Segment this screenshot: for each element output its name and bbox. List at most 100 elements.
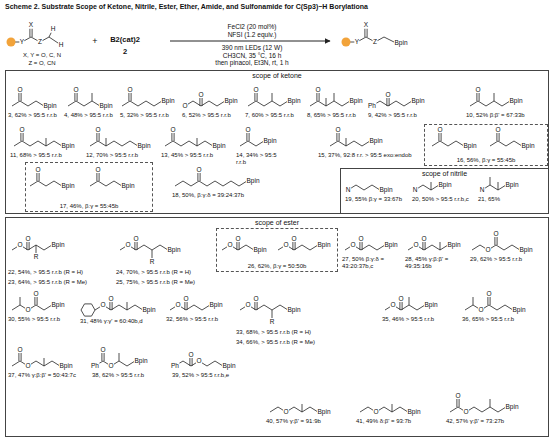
scheme-title: Scheme 2. Substrate Scope of Ketone, Nit… (5, 3, 368, 10)
double-bond (18, 93, 19, 101)
carbon-chain (450, 407, 506, 412)
carbon-chain (90, 141, 138, 146)
carbon-chain (12, 305, 52, 310)
atom-label: Bpin (411, 98, 425, 105)
carbon-chain (68, 101, 100, 106)
double-bond (171, 133, 172, 141)
atom-label: Bpin (394, 40, 408, 47)
carbon-chain (310, 101, 350, 106)
compound-caption: 36, 65% > 95:5 r.r.b (462, 316, 524, 323)
atom-label: O (437, 126, 443, 133)
methyl-bond (473, 297, 474, 305)
atom-label: Bpin (51, 242, 65, 249)
condition-text: CH3CN, 35 °C, 16 h (223, 52, 282, 59)
compound-caption: 26, 62%, β:γ = 50:50b (246, 262, 309, 271)
carbon-chain (372, 101, 412, 106)
methyl-bond (46, 138, 47, 146)
atom-label: O (35, 166, 41, 173)
atom-label: O (95, 166, 101, 173)
atom-label: O (245, 302, 251, 309)
atom-label: O (95, 126, 101, 133)
double-bond (425, 242, 426, 250)
double-bond (239, 242, 240, 250)
compound-caption: 4, 48% > 95:5 r.r.b (64, 112, 114, 119)
methyl-bond (197, 138, 198, 146)
compound-caption: 5, 32% > 95:5 r.r.b (120, 112, 172, 119)
double-bond (21, 93, 22, 101)
double-bond (23, 133, 24, 141)
atom-label: O (17, 242, 23, 249)
atom-label: O (17, 86, 23, 93)
double-bond (77, 93, 78, 101)
compound-caption: 30, 55% > 95:5 r.r.b (8, 316, 68, 323)
double-bond (441, 133, 442, 141)
atom-label: Bpin (438, 182, 452, 189)
double-bond (20, 133, 21, 141)
carbon-chain (330, 141, 370, 146)
double-bond (36, 173, 37, 181)
carbon-chain (12, 101, 44, 106)
compound-caption: 13, 45% > 95:5 r.r.b (161, 152, 216, 159)
double-bond (30, 28, 32, 37)
double-bond (187, 302, 188, 310)
double-bond (496, 133, 497, 141)
carbon-chain (175, 181, 247, 186)
atom-label: Bpin (51, 302, 65, 309)
atom-label: O (227, 242, 233, 249)
carbon-chain (95, 361, 135, 366)
condition-text: NFSI (1.2 equiv.) (228, 31, 277, 38)
atom-label: O (108, 363, 114, 370)
double-bond (422, 242, 423, 250)
double-bond (399, 302, 400, 310)
double-bond (99, 133, 100, 141)
atom-label: Bpin (61, 143, 75, 150)
atom-label: N (345, 187, 351, 194)
atom-label: O (283, 409, 289, 416)
atom-label: O (183, 295, 189, 302)
carbon-chain (270, 407, 318, 412)
atom-label: O (182, 103, 188, 110)
double-bond (497, 237, 498, 245)
double-bond (254, 93, 255, 101)
atom-label: H (50, 26, 56, 33)
atom-label: Bpin (99, 103, 113, 110)
double-bond (476, 93, 477, 101)
double-bond (99, 173, 100, 181)
atom-label: O (19, 126, 25, 133)
panel-heading: scope of ketone (250, 71, 303, 81)
atom-label: Bpin (253, 247, 267, 254)
carbon-chain (30, 181, 62, 186)
compound-caption: 35, 46% > 95:5 r.r.b (382, 316, 442, 323)
atom-label: Bpin (263, 138, 277, 145)
atom-label: O (475, 86, 481, 93)
double-bond (236, 242, 237, 250)
atom-label: O (495, 126, 501, 133)
atom-label: Bpin (209, 302, 223, 309)
atom-label: Z (38, 39, 43, 46)
compound-caption: 33, 68%, > 95:5 r.r.b (R = H) (236, 329, 346, 336)
double-bond (402, 302, 403, 310)
atom-label: Bpin (512, 307, 526, 314)
carbon-chain (490, 141, 522, 146)
methyl-bond (272, 93, 273, 101)
condition-text: Z = O, CN (28, 60, 55, 66)
atom-label: Bpin (287, 98, 301, 105)
compound-caption: 31, 48% γ:γ' = 60:40b,d (80, 318, 150, 325)
methyl-bond (346, 138, 347, 146)
compound-caption: 18, 50%, β:γ:δ = 39:24:37b (172, 192, 322, 199)
atom-label: H (58, 42, 64, 49)
compound-caption: 12, 70% > 95:5 r.r.b (86, 152, 141, 159)
atom-label: Bpin (509, 98, 523, 105)
atom-label: Ph (171, 363, 180, 370)
atom-label: O (25, 235, 31, 242)
atom-label: Bpin (287, 307, 301, 314)
double-bond (202, 98, 203, 106)
carbon-chain (415, 185, 439, 190)
double-bond (18, 353, 19, 361)
double-bond (386, 98, 387, 106)
atom-label: O (73, 86, 79, 93)
carbon-chain (248, 101, 288, 106)
double-bond (112, 302, 113, 310)
double-bond (365, 28, 367, 37)
